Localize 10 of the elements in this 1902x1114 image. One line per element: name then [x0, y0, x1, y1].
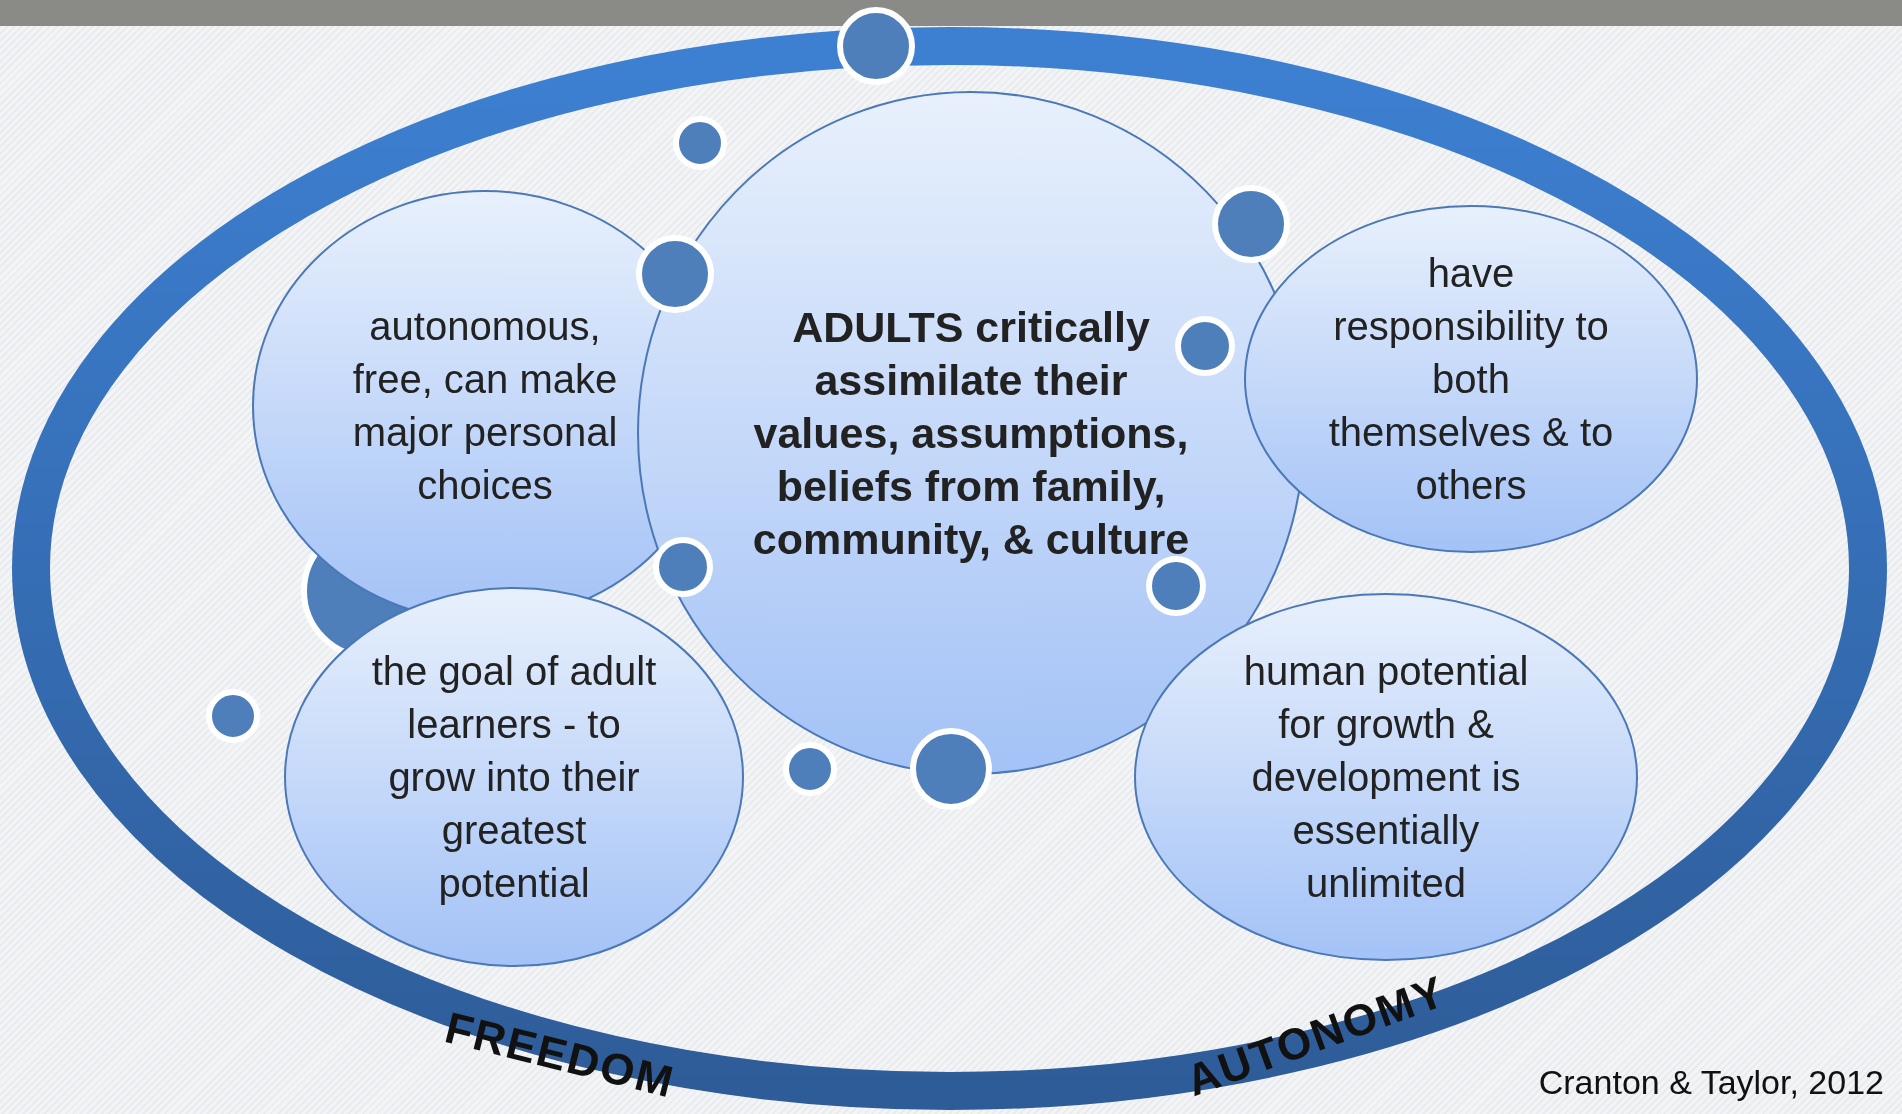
ellipse-bubble: [284, 587, 744, 967]
ellipse-bubble: [1134, 593, 1638, 961]
bubble-text: have responsibility to both themselves & to others: [1328, 249, 1614, 509]
bubble-text: autonomous, free, can make major personal choices: [351, 303, 619, 509]
ellipse-bubble: [1244, 205, 1698, 553]
bubble-text: human potential for growth & development is essentially unlimited: [1242, 647, 1530, 907]
citation-text: Cranton & Taylor, 2012: [1538, 1063, 1884, 1102]
bubble-text: the goal of adult learners - to grow into their greatest potential: [370, 647, 658, 907]
ring-band: [12, 27, 1887, 1110]
bubble-text: ADULTS critically assimilate their values, assumptions, beliefs from family, community, & culture: [751, 301, 1191, 565]
